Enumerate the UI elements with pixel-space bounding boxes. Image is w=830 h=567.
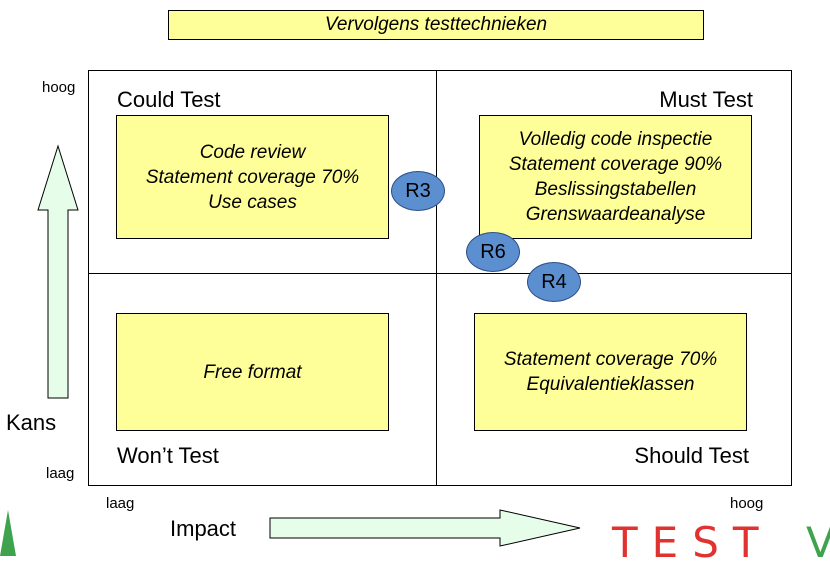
- risk-r6: R6: [466, 232, 520, 272]
- x-axis-high-label: hoog: [730, 495, 764, 512]
- risk-r4: R4: [527, 262, 581, 302]
- y-axis-title: Kans: [6, 410, 57, 435]
- wont-test-techniques-box: Free format: [116, 313, 389, 431]
- technique-item: Equivalentieklassen: [526, 374, 695, 395]
- technique-item: Statement coverage 90%: [508, 154, 723, 175]
- quadrant-label-should-test: Should Test: [634, 443, 749, 468]
- technique-item: Statement coverage 70%: [503, 349, 718, 370]
- technique-item: Beslissingstabellen: [534, 179, 697, 200]
- should-test-techniques-box: Statement coverage 70% Equivalentieklass…: [474, 313, 747, 431]
- quadrant-label-must-test: Must Test: [659, 87, 753, 112]
- matrix-horizontal-divider: [89, 273, 791, 274]
- quadrant-label-could-test: Could Test: [117, 87, 221, 112]
- must-test-techniques-box: Volledig code inspectie Statement covera…: [479, 115, 752, 239]
- technique-item: Code review: [199, 141, 306, 163]
- y-axis-low-label: laag: [46, 465, 75, 482]
- testvision-logo-tail: V: [806, 518, 830, 567]
- matrix-vertical-divider: [436, 71, 437, 485]
- x-axis-title: Impact: [170, 516, 237, 541]
- subtitle-box: Vervolgens testtechnieken: [168, 10, 704, 40]
- could-test-techniques-box: Code review Statement coverage 70% Use c…: [116, 115, 389, 239]
- quadrant-label-wont-test: Won’t Test: [117, 443, 219, 468]
- testvision-logo: TEST: [612, 518, 773, 567]
- vertical-arrow-icon: [37, 144, 79, 399]
- technique-item: Use cases: [208, 191, 297, 213]
- technique-item: Volledig code inspectie: [518, 129, 713, 150]
- risk-matrix: Could Test Must Test Won’t Test Should T…: [88, 70, 792, 486]
- technique-item: Free format: [203, 361, 302, 383]
- x-axis-low-label: laag: [106, 495, 135, 512]
- risk-r3: R3: [391, 171, 445, 211]
- y-axis-high-label: hoog: [42, 79, 76, 96]
- horizontal-arrow-icon: [269, 509, 581, 547]
- technique-item: Grenswaardeanalyse: [525, 204, 706, 225]
- technique-item: Statement coverage 70%: [145, 166, 360, 188]
- subtitle-text: Vervolgens testtechnieken: [324, 14, 548, 35]
